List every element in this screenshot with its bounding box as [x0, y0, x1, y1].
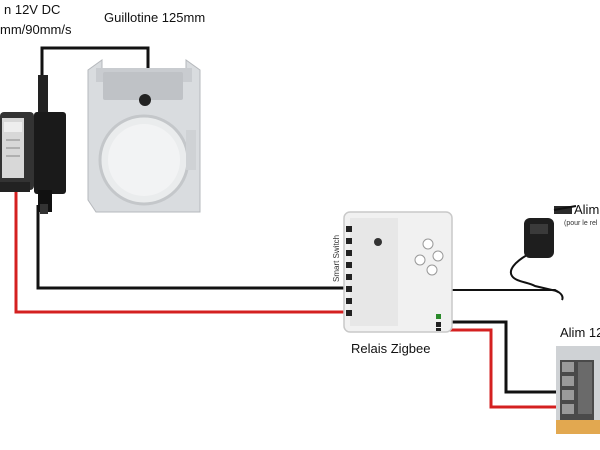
wire-red-relay-psu — [446, 328, 562, 409]
wire-actuator-to-guillotine — [40, 46, 150, 82]
adapter-label: Alim — [574, 202, 600, 217]
guillotine-damper — [87, 59, 201, 213]
relay-buttons — [414, 238, 444, 276]
wire-black-actuator-relay — [36, 205, 344, 290]
psu-12v — [556, 346, 600, 434]
wire-adapter-cord — [509, 254, 564, 301]
linear-actuator — [0, 75, 66, 214]
wire-red-actuator-relay — [14, 190, 344, 314]
zigbee-relay — [343, 211, 453, 333]
actuator-label-line1: n 12V DC — [4, 2, 61, 17]
power-adapter — [524, 205, 577, 258]
guillotine-label: Guillotine 125mm — [104, 10, 206, 25]
wire-adapter-relay — [452, 289, 559, 293]
psu-label: Alim 12 — [560, 325, 600, 340]
relay-label: Relais Zigbee — [351, 341, 431, 356]
wire-black-relay-psu — [446, 320, 562, 394]
actuator-label-line2: mm/90mm/s — [0, 22, 72, 37]
relay-brand-text: Smart Switch — [332, 234, 341, 282]
adapter-note: (pour le rel — [564, 220, 598, 227]
relay-terminals-left — [346, 226, 352, 316]
